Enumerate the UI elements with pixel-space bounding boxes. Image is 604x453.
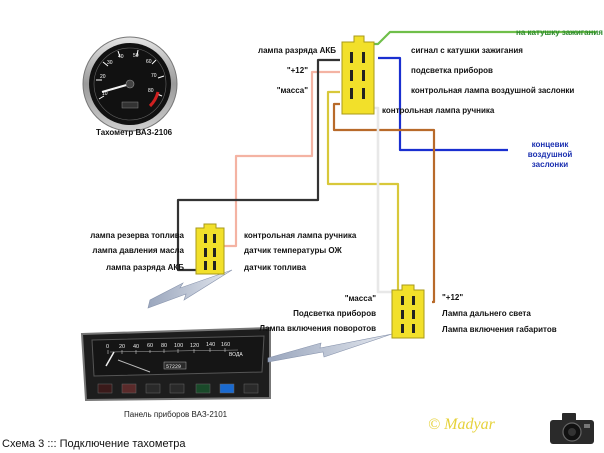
label-plus12-bottom: "+12" [442,293,464,302]
wire-brown [332,102,436,304]
label-ground-bottom: "масса" [344,294,376,303]
wire-black [176,58,340,272]
wire-yellow [326,90,400,290]
label-to-ignition-coil: на катушку зажигания [516,28,603,37]
label-battery-lamp-left: лампа разряда АКБ [106,263,184,272]
label-plus12-top: "+12" [286,66,308,75]
tach-number-40: 40 [118,54,124,60]
tachometer-image: 10 20 30 40 50 60 70 80 [82,36,178,132]
label-ignition-signal: сигнал с катушки зажигания [411,46,523,55]
left-connector-block [195,223,225,275]
label-fuel-sensor: датчик топлива [244,263,307,272]
arrow-bottom-connector-to-panel [267,333,393,363]
tachometer-caption: Тахометр ВАЗ-2106 [96,128,173,137]
tach-number-30: 30 [107,60,113,66]
wire-white [372,106,392,294]
panel-caption: Панель приборов ВАЗ-2101 [124,410,228,419]
instrument-panel-image: 0 20 40 60 80 100 120 140 160 57229 В [80,326,271,402]
label-parking-lights-lamp: Лампа включения габаритов [442,325,557,334]
label-choke-lamp: контрольная лампа воздушной заслонки [411,86,575,95]
speed-number-160: 160 [221,342,230,348]
label-backlight-bottom: Подсветка приборов [293,309,376,318]
top-connector-block [341,35,375,115]
wire-blue [378,56,508,152]
tach-number-60: 60 [146,59,152,65]
label-high-beam-lamp: Лампа дальнего света [442,309,531,318]
temp-gauge-label: ВОДА [229,352,243,358]
speed-number-60: 60 [147,343,153,349]
speed-number-20: 20 [119,344,125,350]
label-handbrake-lamp-top: контрольная лампа ручника [382,106,495,115]
speed-number-0: 0 [106,344,109,350]
label-coolant-temp-sensor: датчик температуры ОЖ [244,246,342,255]
label-choke-switch: концевик воздушной заслонки [527,140,573,169]
label-ground-top: "масса" [276,86,308,95]
speed-number-80: 80 [161,343,167,349]
warning-lamps [97,383,259,394]
label-oil-pressure-lamp: лампа давления масла [92,246,184,255]
tach-number-10: 10 [102,91,108,97]
tach-number-70: 70 [151,73,157,79]
speed-number-120: 120 [190,343,199,349]
label-battery-lamp-top: лампа разряда АКБ [258,46,336,55]
speed-number-100: 100 [174,343,183,349]
label-handbrake-lamp-left: контрольная лампа ручника [244,231,357,240]
diagram-caption: Схема 3 ::: Подключение тахометра [2,438,186,450]
wire-pink [222,70,340,248]
label-fuel-reserve-lamp: лампа резерва топлива [90,231,184,240]
tach-number-20: 20 [100,74,106,80]
speed-number-40: 40 [133,344,139,350]
tach-number-50: 50 [133,53,139,59]
arrow-left-connector-to-panel [147,269,233,309]
tach-number-80: 80 [148,88,154,94]
label-instrument-backlight: подсветка приборов [411,66,493,75]
odometer-value: 57229 [166,364,181,370]
watermark: © Madyar [428,416,495,433]
label-turn-signal-lamp: Лампа включения поворотов [259,324,376,333]
bottom-connector-block [391,284,425,339]
camera-icon [550,413,594,444]
speed-number-140: 140 [206,342,215,348]
